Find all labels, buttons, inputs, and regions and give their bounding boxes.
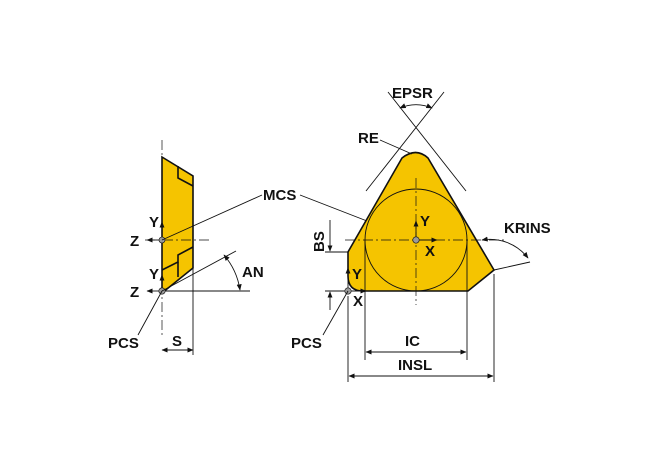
side-label-y-lower: Y [149, 266, 159, 283]
top-mcs-point [412, 236, 420, 244]
top-label-x-origin: X [353, 293, 363, 310]
label-re: RE [358, 130, 379, 147]
side-pcs-leader [137, 290, 163, 336]
side-angle-arc [223, 254, 242, 291]
side-label-z-lower: Z [130, 284, 139, 301]
side-insert-step-lower [161, 246, 194, 271]
label-insl: INSL [398, 357, 432, 374]
top-label-origin: PCS [291, 335, 322, 352]
side-label-origin: PCS [108, 335, 139, 352]
label-mcs: MCS [263, 187, 296, 204]
epsr-line-left [365, 91, 445, 192]
epsr-line-right [387, 91, 467, 192]
side-label-y-upper: Y [149, 214, 159, 231]
top-view: EPSR RE Y X KRINS BS Y X PCS IC [291, 85, 551, 382]
krins-arc [481, 236, 529, 259]
label-epsr: EPSR [392, 85, 433, 102]
side-label-thickness: S [172, 333, 182, 350]
side-view: Y Z Y Z AN PCS S [108, 140, 264, 355]
side-label-angle: AN [242, 264, 264, 281]
side-insert-step-upper [177, 166, 194, 187]
re-leader [379, 139, 413, 155]
label-ic: IC [405, 333, 420, 350]
mcs-leader-left [161, 194, 263, 241]
top-pcs-leader [322, 290, 349, 336]
krins-reference-line [493, 261, 531, 271]
label-bs: BS [311, 231, 328, 252]
top-label-y-center: Y [420, 213, 430, 230]
label-krins: KRINS [504, 220, 551, 237]
epsr-arc [399, 103, 433, 109]
side-label-z-upper: Z [130, 233, 139, 250]
top-label-y-origin: Y [352, 266, 362, 283]
top-label-x-center: X [425, 243, 435, 260]
